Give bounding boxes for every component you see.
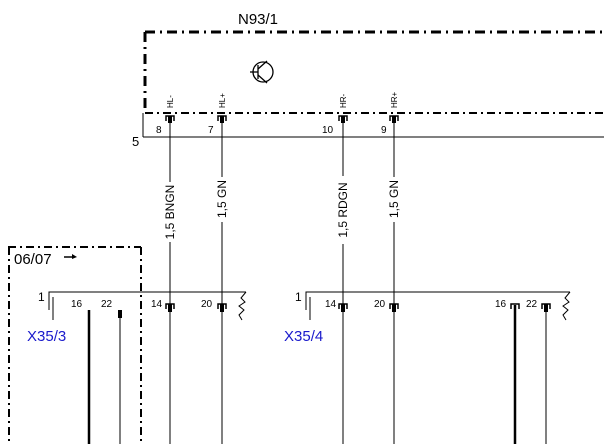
variant-label: 06/07: [14, 251, 52, 268]
pin-number: 16: [495, 299, 507, 310]
pin-number: 22: [526, 299, 538, 310]
wire-label: 1,5 GN: [387, 180, 401, 218]
pin-number: 16: [71, 299, 83, 310]
wire-label: 1,5 RDGN: [336, 182, 350, 237]
signal-label: HL+: [218, 93, 227, 108]
shield-zigzag-icon: [238, 291, 247, 321]
connector-x35-3: 1 X35/3 16 22 14 20: [27, 290, 247, 444]
pin-number: 14: [325, 299, 337, 310]
pin-number: 14: [151, 299, 163, 310]
signal-label: HL-: [166, 95, 175, 108]
transistor-icon: [250, 60, 274, 84]
module-boundary: [143, 30, 604, 113]
pin-number: 20: [374, 299, 386, 310]
pin-number: 7: [208, 125, 214, 136]
pin-hl-minus: HL- 8 1,5 BNGN: [156, 95, 177, 444]
pin-number: 20: [201, 299, 213, 310]
pin-hl-plus: HL+ 7 1,5 GN: [208, 93, 229, 444]
pin-number: 22: [101, 299, 113, 310]
pin-hr-minus: HR- 10 1,5 RDGN: [322, 93, 350, 444]
pin-number: 1: [38, 290, 45, 304]
wire-label: 1,5 GN: [215, 180, 229, 218]
component-label: N93/1: [238, 11, 278, 28]
connector-label: X35/3: [27, 328, 66, 345]
wire-label: 1,5 BNGN: [163, 185, 177, 240]
pin-number: 1: [295, 290, 302, 304]
pin-number: 8: [156, 125, 162, 136]
pin-number: 9: [381, 125, 387, 136]
connector-number: 5: [132, 134, 139, 149]
connector-label: X35/4: [284, 328, 323, 345]
signal-label: HR+: [390, 91, 399, 108]
pin-number: 10: [322, 125, 334, 136]
connector-x35-4: 1 X35/4 14 20 16 22: [284, 290, 571, 444]
variant-box-boundary: [8, 246, 142, 444]
pin-hr-plus: HR+ 9 1,5 GN: [381, 91, 401, 444]
signal-label: HR-: [339, 93, 348, 108]
shield-zigzag-icon: [562, 291, 571, 321]
arrow-right-icon: [64, 254, 77, 259]
